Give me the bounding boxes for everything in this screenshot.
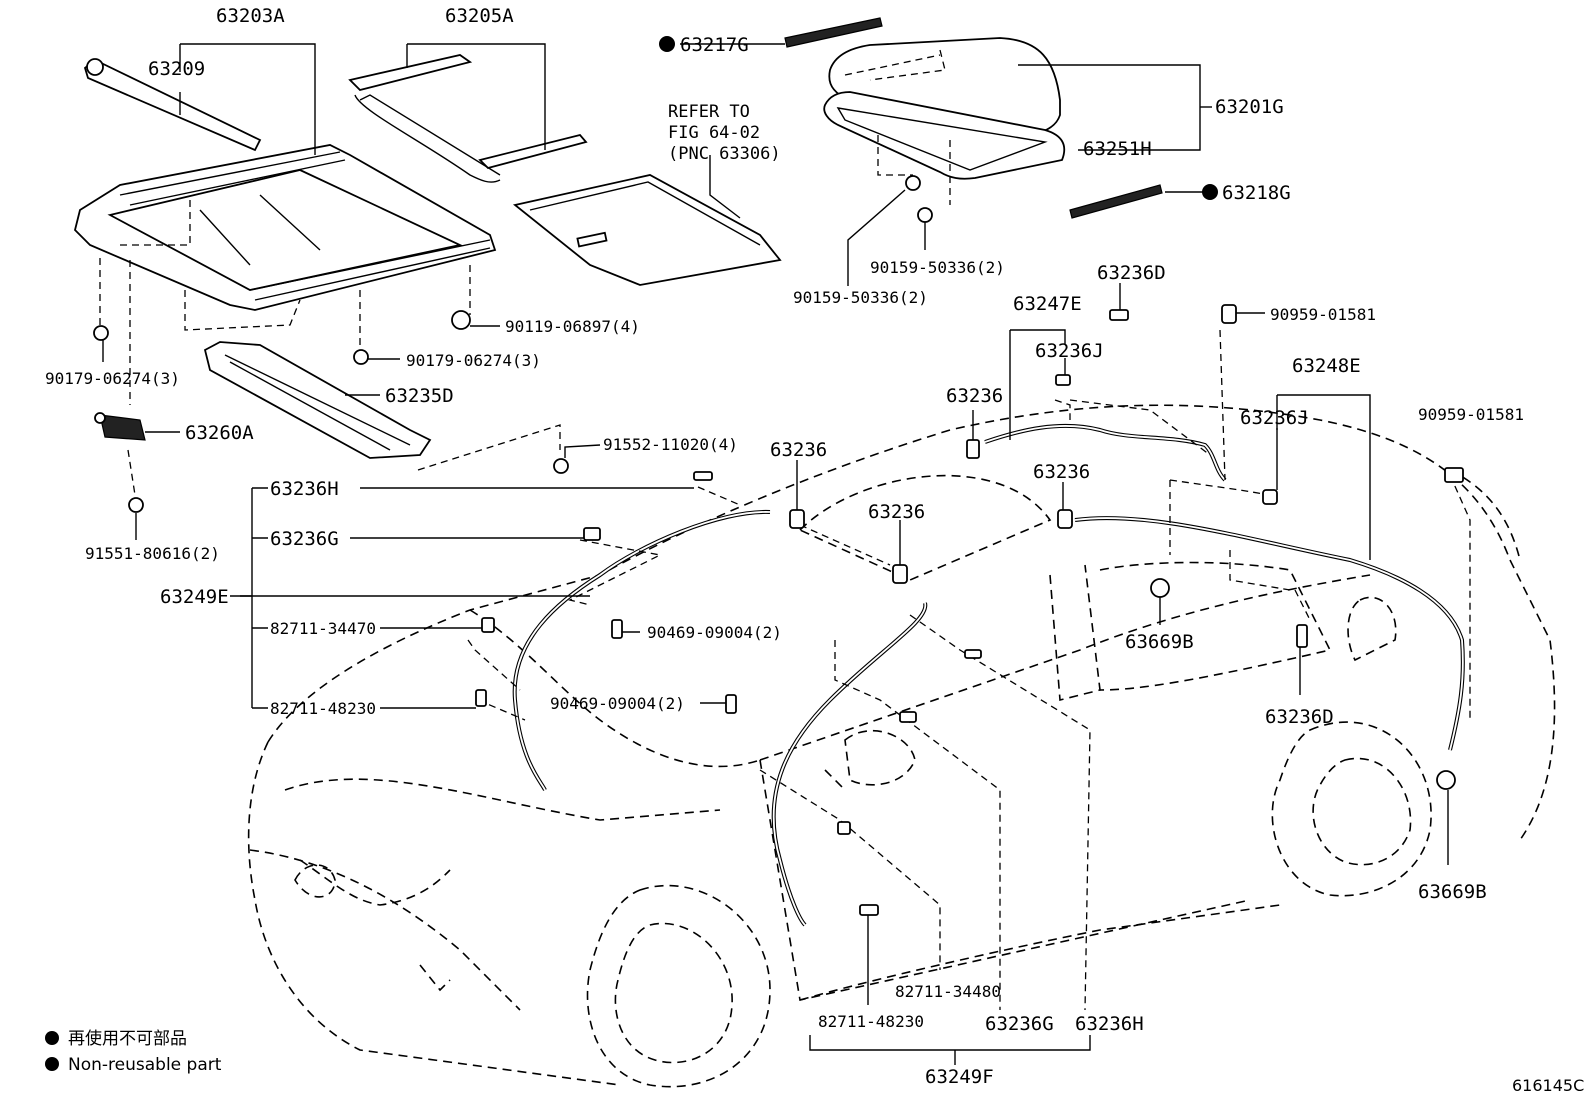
label-63249E: 63249E — [160, 586, 229, 608]
legend-english: Non-reusable part — [68, 1055, 222, 1075]
label-63236H-bottom: 63236H — [1075, 1013, 1144, 1035]
label-63236D-bottom: 63236D — [1265, 706, 1334, 728]
label-90159-lower: 90159-50336(2) — [793, 288, 928, 307]
label-82711-48230-bottom: 82711-48230 — [818, 1012, 924, 1031]
sunroof-motor — [94, 412, 146, 441]
glass-weatherstrip — [823, 91, 1066, 180]
label-63248E: 63248E — [1292, 355, 1361, 377]
sunroof-housing-frame — [74, 144, 497, 311]
refer-line-2: FIG 64-02 — [668, 123, 760, 143]
label-63236-c: 63236 — [946, 385, 1003, 407]
drain-hoses — [467, 329, 1471, 1011]
label-63236-d: 63236 — [1033, 461, 1090, 483]
label-90179-left: 90179-06274(3) — [45, 369, 180, 388]
non-reusable-dot-icon — [45, 1031, 59, 1045]
legend-japanese: 再使用不可部品 — [68, 1028, 187, 1049]
label-91551: 91551-80616(2) — [85, 544, 220, 563]
part-labels: 63203A 63209 63205A 63217G 63201G 63251H… — [45, 5, 1524, 1088]
label-63251H: 63251H — [1083, 138, 1152, 160]
label-63217G: 63217G — [680, 34, 749, 56]
label-63236J-b: 63236J — [1240, 407, 1309, 429]
sunshade-roller — [83, 58, 262, 152]
label-63218G: 63218G — [1222, 182, 1291, 204]
non-reusable-marker-icon — [659, 36, 675, 52]
label-63235D: 63235D — [385, 385, 454, 407]
label-82711-48230-left: 82711-48230 — [270, 699, 376, 718]
label-63236-a: 63236 — [770, 439, 827, 461]
label-90469-upper: 90469-09004(2) — [647, 623, 782, 642]
sunshade-panel — [512, 174, 782, 286]
sunroof-dashed-refs — [99, 135, 951, 496]
label-63669B-b: 63669B — [1418, 881, 1487, 903]
deflector-strip-rear — [1069, 184, 1163, 219]
label-90959-lower: 90959-01581 — [1418, 405, 1524, 424]
label-91552: 91552-11020(4) — [603, 435, 738, 454]
label-82711-34480: 82711-34480 — [895, 982, 1001, 1001]
label-63249F: 63249F — [925, 1066, 994, 1088]
label-63236G-bottom: 63236G — [985, 1013, 1054, 1035]
deflector-strip-front — [784, 17, 883, 48]
refer-line-3: (PNC 63306) — [668, 144, 781, 164]
label-63203A: 63203A — [216, 5, 285, 27]
label-63236H-left: 63236H — [270, 478, 339, 500]
label-63209: 63209 — [148, 58, 205, 80]
refer-line-1: REFER TO — [668, 102, 750, 122]
roof-drip-channel — [203, 341, 432, 459]
non-reusable-dot-icon — [45, 1057, 59, 1071]
figure-id: 616145C — [1512, 1076, 1584, 1095]
label-63236G-left: 63236G — [270, 528, 339, 550]
label-63201G: 63201G — [1215, 96, 1284, 118]
label-90179-right: 90179-06274(3) — [406, 351, 541, 370]
label-90469-lower: 90469-09004(2) — [550, 694, 685, 713]
label-63236D-top: 63236D — [1097, 262, 1166, 284]
label-63247E: 63247E — [1013, 293, 1082, 315]
label-63260A: 63260A — [185, 422, 254, 444]
leader-lines — [102, 43, 1449, 1065]
label-90959-upper: 90959-01581 — [1270, 305, 1376, 324]
label-82711-34470: 82711-34470 — [270, 619, 376, 638]
label-63236J-a: 63236J — [1035, 340, 1104, 362]
label-63236-b: 63236 — [868, 501, 925, 523]
label-63669B-a: 63669B — [1125, 631, 1194, 653]
car-outline — [247, 404, 1556, 1088]
label-90159-upper: 90159-50336(2) — [870, 258, 1005, 277]
legend: 再使用不可部品 Non-reusable part — [45, 1028, 222, 1075]
label-90119: 90119-06897(4) — [505, 317, 640, 336]
drive-cable-assembly — [348, 54, 588, 183]
non-reusable-marker-icon — [1202, 184, 1218, 200]
label-63205A: 63205A — [445, 5, 514, 27]
